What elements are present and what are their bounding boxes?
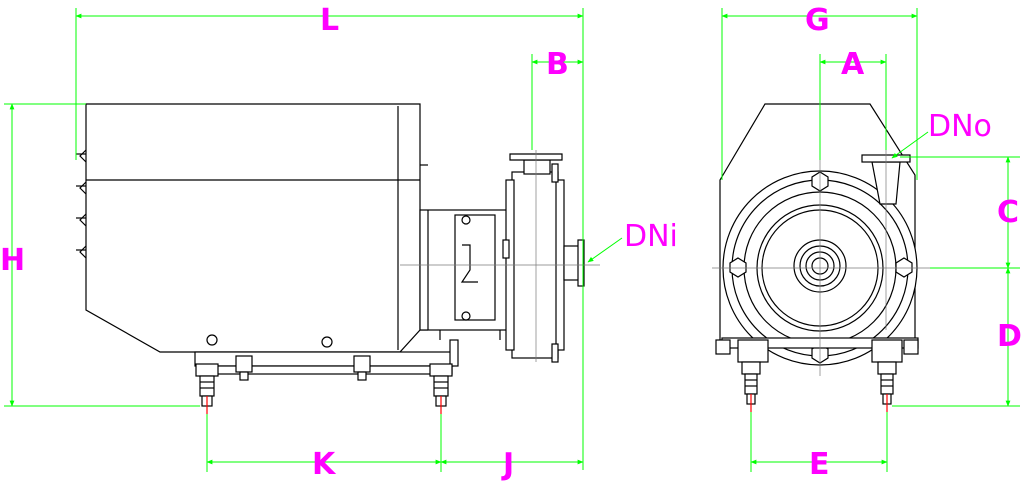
label-DNo: DNo xyxy=(928,109,992,144)
front-foot-left xyxy=(741,361,761,412)
label-L: L xyxy=(320,3,339,38)
dimension-lines-front xyxy=(721,8,1020,472)
label-DNi: DNi xyxy=(624,219,678,254)
side-view: L B H K J DNi xyxy=(0,3,678,482)
label-A: A xyxy=(841,47,865,82)
adjustable-foot-left xyxy=(195,363,219,414)
dimension-lines-side xyxy=(4,8,623,472)
base-frame xyxy=(194,339,459,381)
adjustable-foot-right xyxy=(429,363,453,414)
front-view: G A DNo C D E xyxy=(712,3,1022,482)
label-J: J xyxy=(501,447,514,482)
label-B: B xyxy=(546,47,569,82)
pump-casing xyxy=(502,153,585,363)
label-C: C xyxy=(997,195,1019,230)
label-G: G xyxy=(805,3,830,38)
front-foot-right xyxy=(877,361,897,412)
label-D: D xyxy=(997,319,1022,354)
lantern-adapter xyxy=(419,209,513,340)
motor-housing xyxy=(76,103,428,353)
label-E: E xyxy=(809,447,830,482)
label-K: K xyxy=(312,447,337,482)
label-H: H xyxy=(0,243,25,278)
